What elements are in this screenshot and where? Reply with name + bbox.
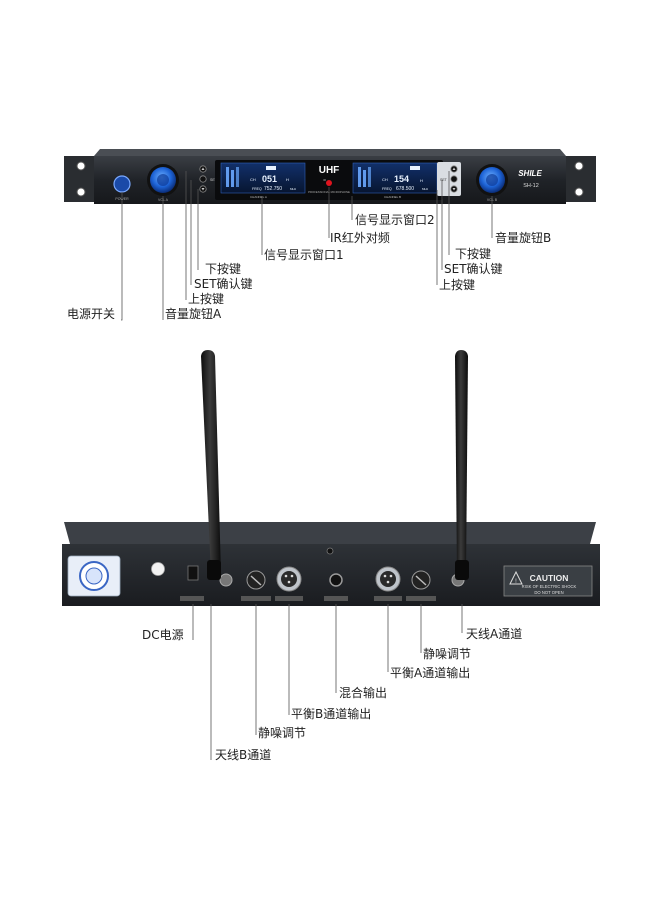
lcd-a: CH 051 H FREQ 752.750 MHz CHANNEL A	[220, 162, 306, 199]
ground-screw	[151, 562, 165, 576]
label-ant-a: 天线A通道	[466, 627, 523, 641]
caution-title: CAUTION	[530, 573, 569, 583]
label-squelch-a: 静噪调节	[423, 647, 472, 661]
model-text: SH-12	[523, 183, 539, 189]
lcd-b-unit2: MHz	[422, 187, 429, 191]
lcd-b-freq-label: FREQ	[382, 187, 392, 191]
antenna-b-connector[interactable]	[219, 573, 233, 587]
ir-text: IR	[323, 178, 327, 182]
lcd-a-ch-label: CH	[250, 177, 256, 182]
front-leader-lines	[121, 171, 493, 321]
set-a-button[interactable]	[199, 175, 207, 183]
warning-triangle-icon	[509, 570, 523, 585]
set-b-text: SET	[440, 178, 448, 182]
label-dc: DC电源	[142, 628, 184, 642]
arrow-up-icon	[452, 167, 456, 170]
arrow-down-icon	[452, 188, 456, 191]
brand-logo: SHILE	[518, 169, 542, 178]
power-button[interactable]	[113, 175, 131, 193]
label-ant-b: 天线B通道	[215, 748, 272, 762]
label-squelch-b: 静噪调节	[258, 726, 307, 740]
caution-line2: DO NOT OPEN	[534, 590, 563, 595]
rack-ear-left	[64, 156, 98, 202]
antenna-a	[455, 350, 469, 580]
caution-line1: RISK OF ELECTRIC SHOCK	[522, 584, 577, 589]
lcd-b-name: CHANNEL B	[384, 195, 401, 199]
a-buttons: SET	[199, 165, 218, 193]
label-up-b: 上按键	[439, 278, 476, 292]
mix-output-jack[interactable]	[329, 573, 343, 587]
label-set-a: SET确认键	[194, 277, 253, 291]
rear-leader-lines	[192, 604, 463, 760]
dc-jack[interactable]	[187, 565, 199, 581]
arrow-up-icon	[201, 167, 205, 170]
label-mix: 混合输出	[339, 686, 388, 700]
lcd-a-ch: 051	[262, 174, 277, 184]
label-power-switch: 电源开关	[67, 307, 116, 321]
ir-window	[326, 180, 332, 186]
lcd-a-freq: 752.750	[264, 186, 282, 192]
rear-top	[64, 522, 596, 544]
lcd-b-freq: 678.500	[396, 186, 414, 192]
label-bal-a: 平衡A通道输出	[390, 666, 471, 680]
label-display-2: 信号显示窗口2	[355, 213, 435, 227]
lcd-b-unit: H	[420, 178, 423, 183]
label-vol-b: 音量旋钮B	[495, 231, 552, 245]
label-ir: IR红外对频	[330, 231, 390, 245]
set-a-text: SET	[210, 178, 218, 182]
label-down-b: 下按键	[455, 247, 492, 261]
lcd-a-unit2: MHz	[290, 187, 297, 191]
arrow-down-icon	[201, 188, 205, 191]
rack-ear-right	[562, 156, 596, 202]
antenna-b	[201, 350, 221, 580]
label-display-1: 信号显示窗口1	[264, 248, 344, 262]
lcd-a-unit: H	[286, 177, 289, 182]
label-bal-b: 平衡B通道输出	[291, 707, 372, 721]
svg-text:!: !	[515, 579, 517, 585]
set-b-button[interactable]	[450, 175, 458, 183]
label-down-a: 下按键	[205, 262, 242, 276]
lcd-b-ch: 154	[394, 174, 409, 184]
lcd-b-ch-label: CH	[382, 177, 388, 182]
lcd-a-name: CHANNEL A	[250, 195, 267, 199]
lcd-b: CH 154 H FREQ 678.500 MHz CHANNEL B	[352, 162, 438, 199]
caution-label	[503, 565, 593, 597]
lcd-a-freq-label: FREQ	[252, 187, 262, 191]
label-vol-a: 音量旋钮A	[165, 307, 222, 321]
label-set-b: SET确认键	[444, 262, 503, 276]
label-up-a: 上按键	[188, 292, 225, 306]
front-panel: POWER VOL A SET CH 051 H FREQ 7	[64, 149, 596, 204]
rear-panel: ! CAUTION RISK OF ELECTRIC SHOCK DO NOT …	[62, 522, 600, 606]
band-text: UHF	[319, 165, 340, 176]
